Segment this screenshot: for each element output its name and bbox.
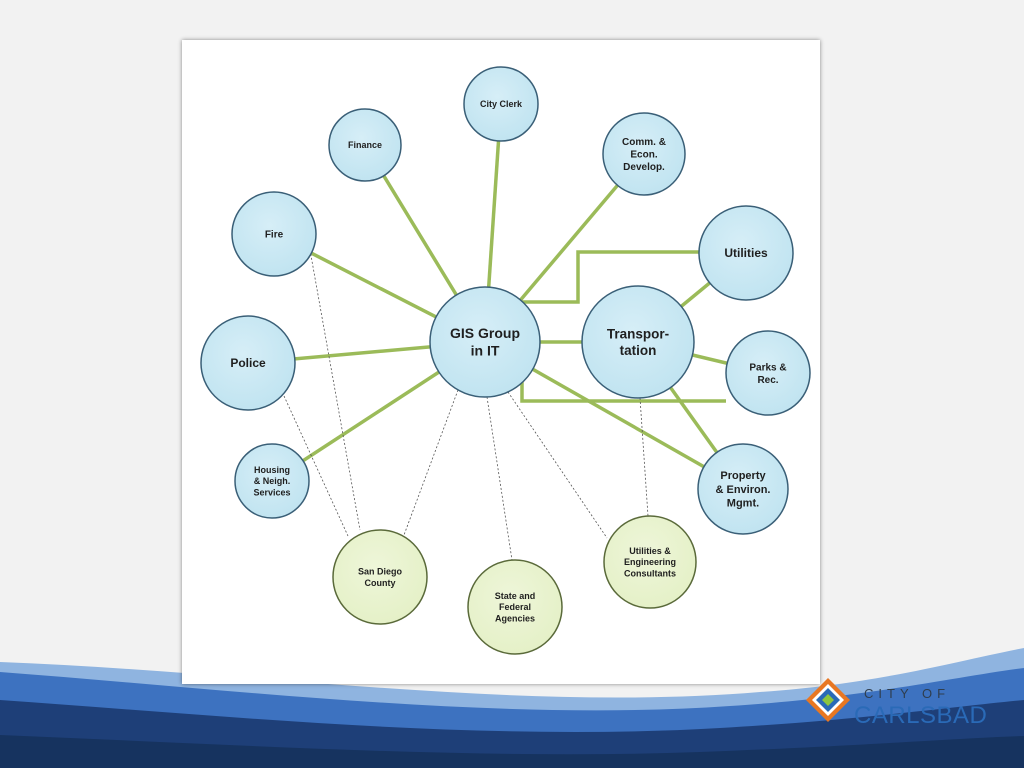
node-label-san-diego: San Diego (358, 567, 403, 577)
node-label-property: & Environ. (715, 484, 770, 496)
node-label-comm-econ: Develop. (623, 162, 665, 173)
node-gis: GIS Group in IT (429, 286, 541, 398)
node-label-state-federal: Agencies (495, 613, 535, 623)
logo-carlsbad-text: CARLSBAD (854, 702, 988, 729)
node-circle-gis (429, 286, 541, 398)
node-circle-police (200, 315, 296, 411)
node-circle-utilities (698, 205, 794, 301)
carlsbad-logo-icon (806, 678, 850, 722)
node-label-housing: Services (253, 487, 290, 497)
node-circle-comm-econ (602, 112, 686, 196)
link-gis-parks (520, 382, 726, 403)
node-label-city-clerk: City Clerk (480, 99, 523, 109)
node-circle-san-diego (332, 529, 428, 625)
node-label-transportation: Transpor- (607, 326, 669, 341)
link-gis-utilities (522, 250, 699, 304)
node-label-utilities: Utilities (724, 246, 768, 260)
node-circle-consultants (603, 515, 697, 609)
node-label-parks: Rec. (757, 375, 778, 386)
dashed-link-fire-san-diego (309, 249, 361, 531)
node-circle-housing (234, 443, 310, 519)
node-label-parks: Parks & (749, 362, 786, 373)
node-label-police: Police (230, 356, 266, 370)
node-utilities: Utilities (698, 205, 794, 301)
node-label-transportation: tation (620, 343, 657, 358)
node-label-consultants: Utilities & (629, 546, 671, 556)
node-circle-state-federal (467, 559, 563, 655)
node-label-finance: Finance (348, 140, 382, 150)
node-police: Police (200, 315, 296, 411)
node-label-state-federal: State and (495, 591, 536, 601)
dashed-link-gis-state-federal (486, 396, 513, 561)
node-circle-finance (328, 108, 402, 182)
node-label-state-federal: Federal (499, 602, 531, 612)
node-fire: Fire (231, 191, 317, 277)
node-parks: Parks & Rec. (725, 330, 811, 416)
node-circle-parks (725, 330, 811, 416)
node-city-clerk: City Clerk (463, 66, 539, 142)
node-property: Property & Environ. Mgmt. (697, 443, 789, 535)
node-finance: Finance (328, 108, 402, 182)
node-label-property: Property (720, 470, 766, 482)
node-label-fire: Fire (265, 230, 284, 241)
node-label-housing: Housing (254, 465, 290, 475)
node-label-consultants: Engineering (624, 557, 676, 567)
node-circle-property (697, 443, 789, 535)
node-label-gis: in IT (471, 343, 500, 359)
dashed-link-gis-consultants (507, 391, 608, 539)
node-circle-city-clerk (463, 66, 539, 142)
node-housing: Housing& Neigh.Services (234, 443, 310, 519)
city-logo: CITY OF CARLSBAD (804, 672, 994, 732)
node-circle-transportation (581, 285, 695, 399)
node-circle-fire (231, 191, 317, 277)
node-label-comm-econ: Econ. (630, 150, 657, 161)
node-label-san-diego: County (365, 578, 396, 588)
node-transportation: Transpor-tation (581, 285, 695, 399)
node-comm-econ: Comm. & Econ.Develop. (602, 112, 686, 196)
node-label-housing: & Neigh. (254, 476, 291, 486)
node-label-property: Mgmt. (727, 498, 759, 510)
node-label-comm-econ: Comm. & (622, 137, 666, 148)
dashed-link-police-san-diego (283, 395, 349, 537)
dashed-link-gis-san-diego (403, 389, 459, 536)
node-label-consultants: Consultants (624, 568, 676, 578)
node-label-gis: GIS Group (450, 325, 520, 341)
logo-city-of-text: CITY OF (864, 686, 951, 701)
dashed-link-transportation-consultants (639, 397, 649, 517)
